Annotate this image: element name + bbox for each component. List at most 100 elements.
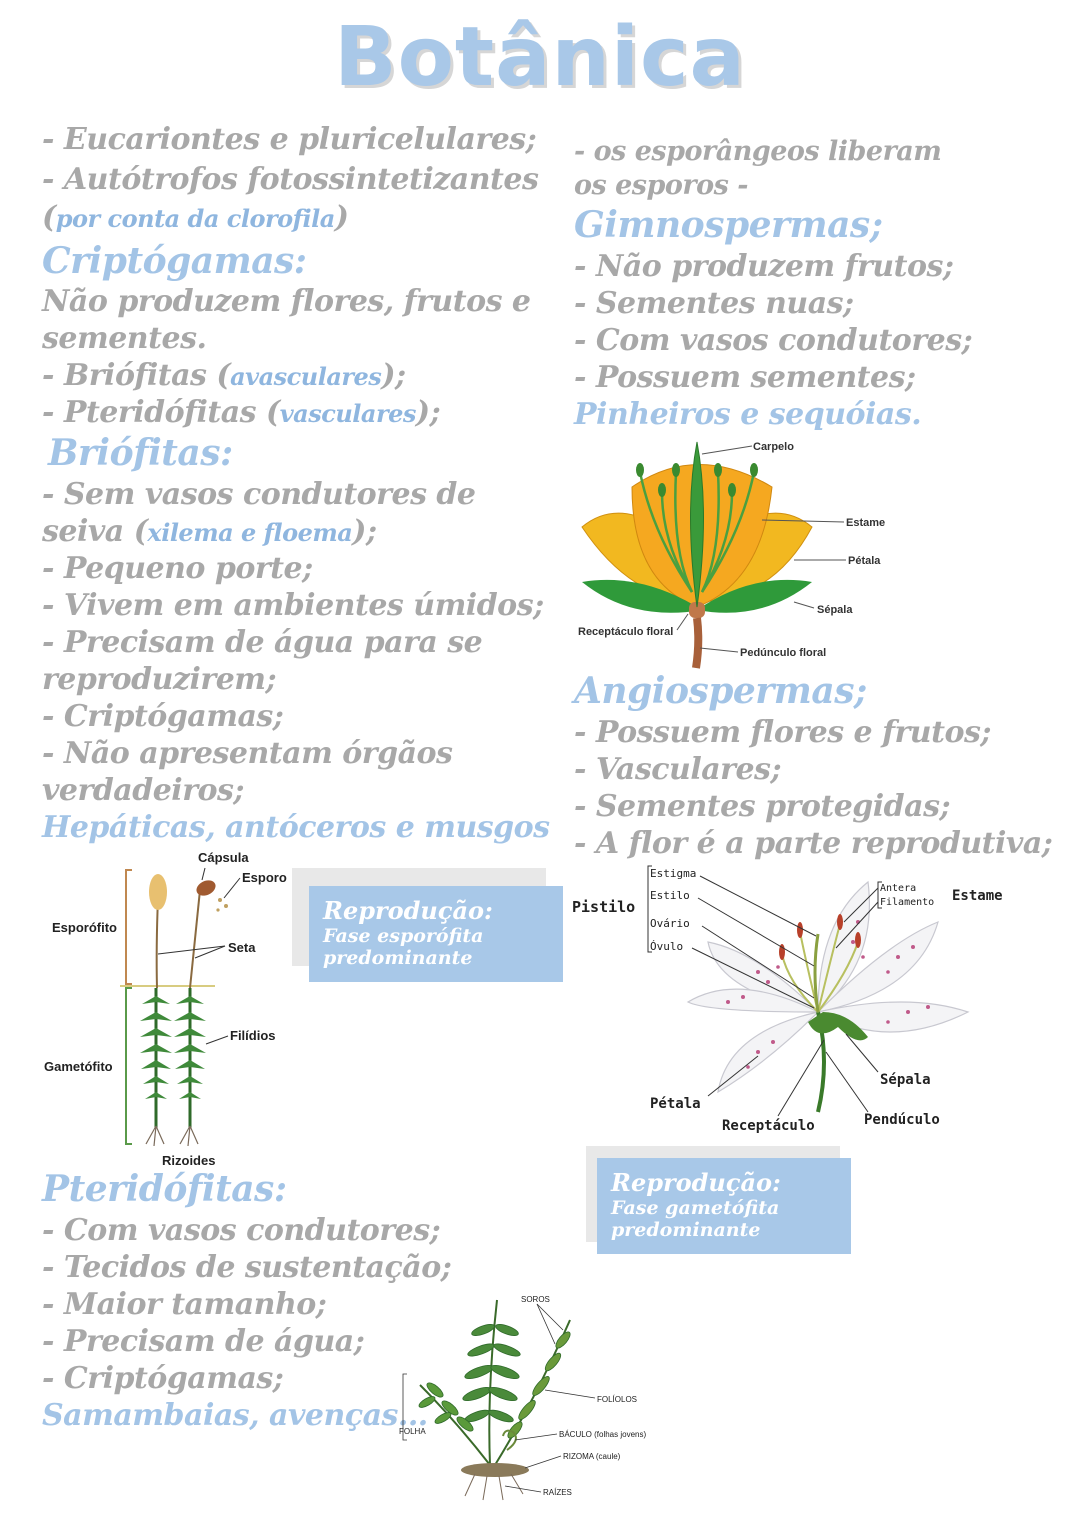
pteri-examples: Samambaias, avenças... — [42, 1398, 428, 1433]
sepala-label: Sépala — [817, 604, 853, 616]
estame-pointer — [761, 519, 845, 523]
briofitas-heading: Briófitas: — [48, 432, 233, 474]
filamento-label: Filamento — [880, 897, 934, 908]
brio-line-4: - Vivem em ambientes úmidos; — [42, 588, 544, 623]
seta-pointer-1 — [157, 945, 226, 955]
vasculares-label: vasculares — [279, 399, 417, 428]
petala-label: Pétala — [848, 555, 881, 567]
gimno-line-3: - Com vasos condutores; — [574, 323, 973, 358]
brio-line-2-prefix: seiva ( — [42, 514, 148, 549]
receptaculo-label: Receptáculo — [722, 1118, 815, 1134]
gametofito-label: Gametófito — [44, 1059, 113, 1074]
pistilo-label: Pistilo — [572, 898, 635, 916]
pedunculo-pointer — [699, 647, 739, 653]
sepala-pointer — [845, 1033, 879, 1073]
estame-label: Estame — [846, 517, 885, 529]
receptaculo-pointer — [676, 613, 689, 631]
pteri-line-2: - Tecidos de sustentação; — [42, 1250, 452, 1285]
fern-frond-3 — [494, 1319, 571, 1466]
brio-line-7: - Criptógamas; — [42, 699, 284, 734]
seta-right — [189, 889, 201, 989]
brio-line-1: - Sem vasos condutores de — [42, 477, 476, 512]
pteri-line-5: - Criptógamas; — [42, 1361, 284, 1396]
pteridofitas-item-suffix: ); — [415, 395, 441, 430]
pistilo-bracket — [647, 865, 652, 953]
lily-spots — [726, 920, 930, 1069]
paren-close: ) — [334, 200, 349, 235]
esporo-label: Esporo — [242, 870, 287, 885]
rizoma-shape — [461, 1463, 529, 1477]
capsula-label: Cápsula — [198, 850, 249, 865]
spore-dot — [224, 904, 228, 908]
receptacle-shape — [689, 602, 705, 618]
fern-diagram: SOROS FOLÍOLOS FOLHA BÁCULO (folhas jove… — [399, 1295, 646, 1501]
flower-diagram: Carpelo Estame Pétala Sépala Receptáculo… — [578, 441, 885, 669]
cripto-line-2: sementes. — [42, 321, 207, 356]
brio-line-6: reproduzirem; — [42, 662, 277, 697]
estigma-pointer — [699, 875, 817, 937]
pteridofitas-heading: Pteridófitas: — [42, 1168, 287, 1210]
angio-line-2: - Vasculares; — [574, 752, 782, 787]
spore-line-2: os esporos - — [574, 170, 748, 201]
moss-diagram: Cápsula Esporo Esporófito Seta Filídios … — [44, 850, 287, 1168]
carpelo-pointer — [701, 445, 753, 455]
rizoides-lines — [145, 1125, 199, 1147]
raizes-lines — [464, 1473, 524, 1501]
ovulo-pointer — [691, 947, 815, 1009]
gametophyte-left — [140, 988, 172, 1128]
pteri-line-1: - Com vasos condutores; — [42, 1213, 441, 1248]
estame-label: Estame — [952, 888, 1003, 904]
spore-dot — [216, 908, 220, 912]
gimno-line-1: - Não produzem frutos; — [574, 249, 954, 284]
filamento-pointer — [835, 901, 879, 949]
clorofila-note: por conta da clorofila — [55, 204, 336, 233]
pteridofitas-item: - Pteridófitas (vasculares); — [42, 395, 441, 430]
gimnospermas-heading: Gimnospermas; — [574, 204, 883, 246]
estilo-pointer — [697, 897, 815, 967]
moss-note-line-1: Fase esporófita — [323, 925, 484, 947]
sepala-label: Sépala — [880, 1072, 931, 1088]
pteri-line-4: - Precisam de água; — [42, 1324, 365, 1359]
gametofito-bracket — [125, 987, 132, 1145]
filidios-label: Filídios — [230, 1028, 276, 1043]
gimno-examples: Pinheiros e sequóias. — [574, 397, 922, 432]
receptaculo-label: Receptáculo floral — [578, 626, 673, 638]
seta-left — [155, 897, 159, 989]
capsule-right — [196, 880, 216, 896]
pedunculo-label: Pedúnculo floral — [740, 647, 826, 659]
lily-note-line-1: Fase gametófita — [611, 1197, 780, 1219]
spore-dot — [218, 898, 222, 902]
foliolos-label: FOLÍOLOS — [597, 1395, 637, 1404]
stamens-group — [638, 471, 756, 593]
sepal-left — [582, 579, 702, 613]
folha-bracket — [402, 1373, 407, 1441]
petala-pointer — [707, 1055, 759, 1097]
briofitas-item: - Briófitas (avasculares); — [42, 358, 406, 393]
brio-line-9: verdadeiros; — [42, 773, 244, 808]
petala-label: Pétala — [650, 1096, 701, 1112]
esporofito-label: Esporófito — [52, 920, 117, 935]
filidios-pointer — [205, 1035, 229, 1045]
brio-line-3: - Pequeno porte; — [42, 551, 313, 586]
ovario-pointer — [701, 925, 815, 999]
baculo-pointer — [514, 1433, 558, 1441]
anthers-group — [636, 463, 758, 497]
antera-pointer — [843, 887, 879, 923]
soros-label: SOROS — [521, 1295, 550, 1304]
pteri-line-3: - Maior tamanho; — [42, 1287, 327, 1322]
sepal-right — [697, 579, 812, 613]
brio-examples: Hepáticas, antóceros e musgos — [42, 810, 550, 845]
lily-petals — [686, 880, 970, 1094]
gametophyte-right — [174, 988, 206, 1128]
rizoma-label: RIZOMA (caule) — [563, 1452, 621, 1461]
xilema-floema-label: xilema e floema — [147, 518, 353, 547]
baculo-label: BÁCULO (folhas jovens) — [559, 1430, 646, 1439]
briofitas-item-suffix: ); — [381, 358, 406, 393]
carpel-shape — [690, 441, 704, 608]
brio-line-8: - Não apresentam órgãos — [42, 736, 453, 771]
lily-note-line-2: predominante — [611, 1219, 761, 1241]
angio-line-4: - A flor é a parte reprodutiva; — [574, 826, 1053, 861]
raizes-pointer — [504, 1485, 542, 1493]
seta-pointer-2 — [194, 945, 226, 959]
foliolos-pointer — [544, 1389, 596, 1399]
